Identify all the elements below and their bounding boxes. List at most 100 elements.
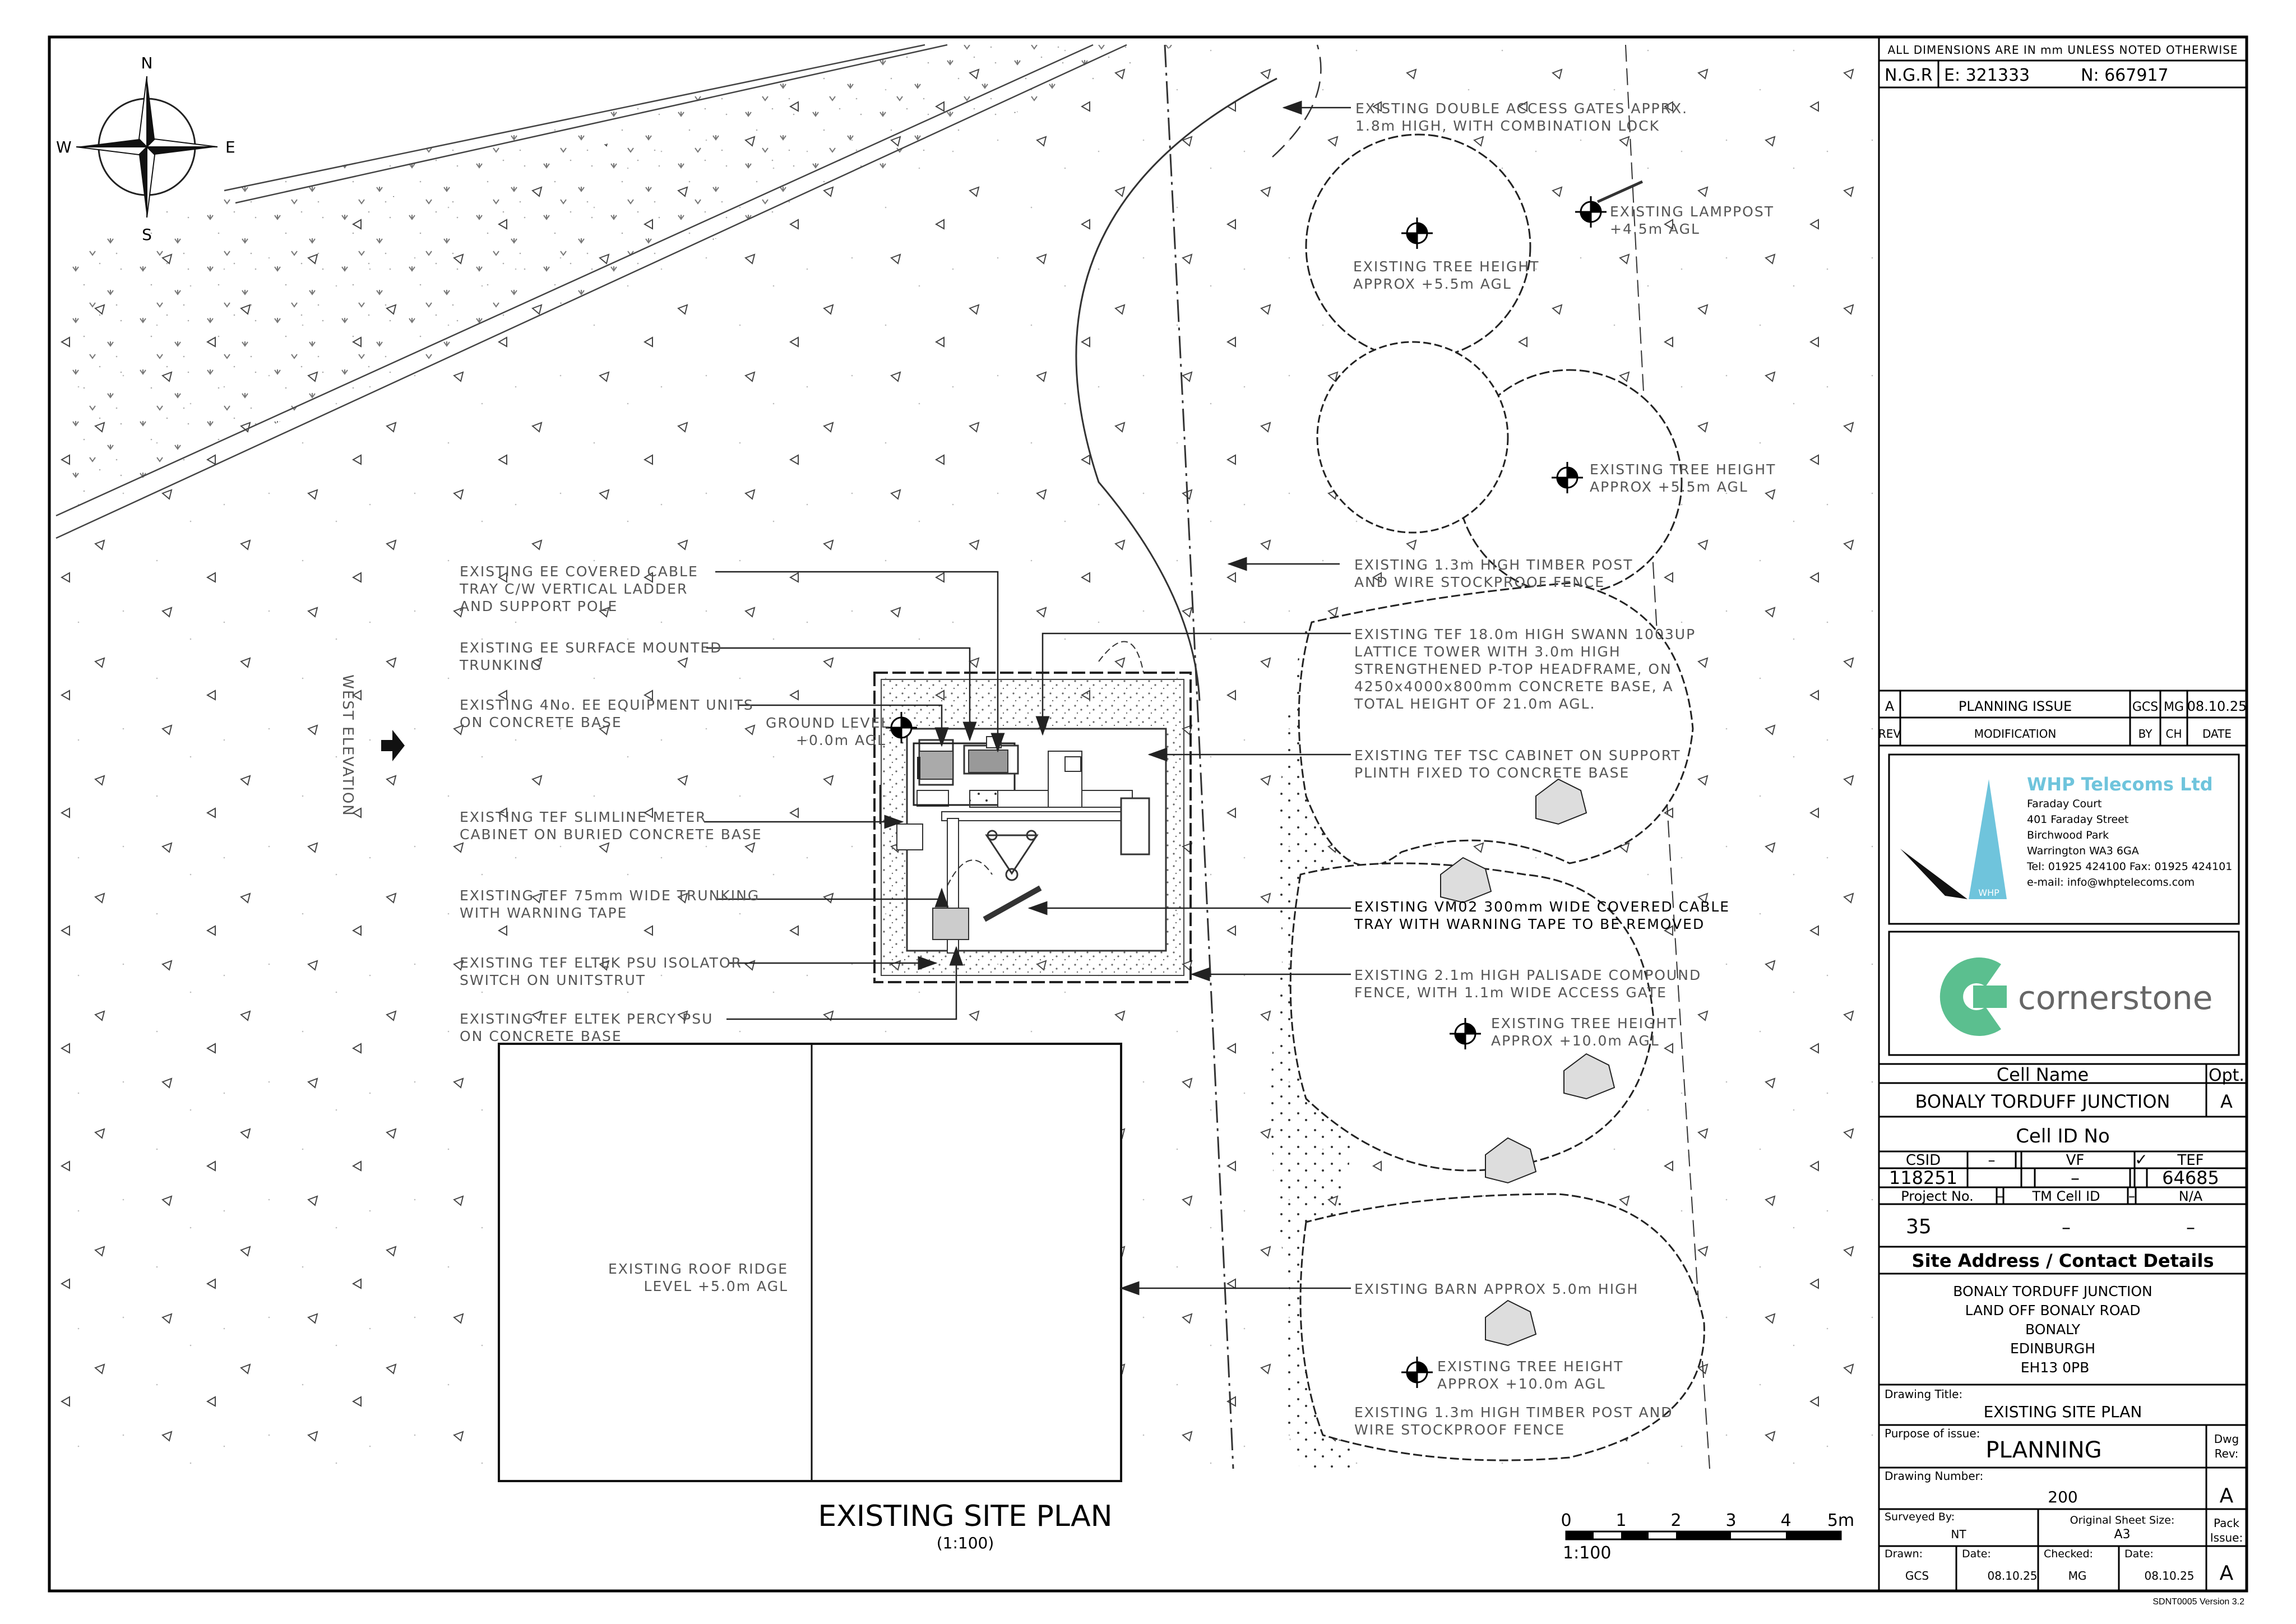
scale-tick-0: 0 [1561,1511,1571,1530]
scale-tick-4: 4 [1780,1511,1791,1530]
tm-label: TM Cell ID [2031,1188,2100,1204]
surveyed-label: Surveyed By: [1885,1511,1955,1523]
sheet-size-label: Original Sheet Size: [2070,1514,2175,1526]
compass-w: W [56,138,72,156]
purpose-value: PLANNING [1985,1437,2101,1463]
checked-date-label: Date: [2124,1548,2154,1560]
whp-company-name: WHP Telecoms Ltd [2027,774,2213,795]
rev-by: GCS [2132,700,2158,714]
surveyed-value: NT [1951,1528,1966,1541]
project-label: Project No. [1901,1188,1974,1204]
csid-value: 118251 [1889,1167,1957,1188]
ngr-easting: E: 321333 [1944,66,2030,85]
tef-label: TEF [2177,1152,2204,1169]
cell-opt: A [2220,1091,2233,1112]
barn [498,1043,1122,1482]
na-value: – [2186,1216,2195,1238]
cell-id-label: Cell ID No [2016,1125,2110,1148]
drawn-value: GCS [1905,1569,1929,1583]
purpose-label: Purpose of issue: [1885,1427,1980,1440]
ngr-northing: N: 667917 [2081,66,2169,85]
cornerstone-logo-icon [1939,957,2007,1036]
pack-issue-value: A [2220,1562,2234,1585]
vf-label: VF [2066,1152,2085,1169]
drawing-title-label: Drawing Title: [1885,1387,1962,1401]
compass-n: N [141,54,153,72]
project-value: 35 [1906,1215,1932,1238]
rev-header-rev: REV [1878,727,1901,741]
scale-tick-5: 5m [1827,1511,1854,1530]
scale-bar: 0 1 2 3 4 5m 1:100 [1561,1511,1854,1563]
drawing-main-title: EXISTING SITE PLAN [818,1500,1112,1533]
checked-date-value: 08.10.25 [2144,1569,2194,1583]
rev-header-ch: CH [2165,727,2182,741]
drawing-number-label: Drawing Number: [1885,1469,1983,1483]
scale-tick-3: 3 [1725,1511,1736,1530]
vf-value: – [2071,1167,2080,1188]
site-address: BONALY TORDUFF JUNCTION LAND OFF BONALY … [1953,1283,2156,1376]
rev-date: 08.10.25 [2187,698,2247,714]
drawn-date-value: 08.10.25 [1987,1569,2037,1583]
compass-rose: N S E W [56,54,235,244]
whp-mark-text: WHP [1978,887,1999,898]
west-elevation-label: WEST ELEVATION [339,674,356,816]
cell-name: BONALY TORDUFF JUNCTION [1915,1091,2170,1112]
drawing-area: N S E W WEST ELEVATION [52,44,1878,1482]
west-elevation-marker: WEST ELEVATION [339,674,405,817]
csid-vf-dash: – [1988,1152,1996,1169]
drawing-title-value: EXISTING SITE PLAN [1984,1403,2142,1421]
sheet-size-value: A3 [2114,1528,2130,1542]
ann-ground: GROUND LEVEL+0.0m AGL [766,715,890,748]
drawing-scale: (1:100) [937,1534,994,1552]
whp-logo-mark [1969,779,2007,899]
lamppost [1596,180,1644,203]
rev-description: PLANNING ISSUE [1959,698,2072,714]
rev-header-date: DATE [2202,727,2232,741]
site-address-label: Site Address / Contact Details [1912,1250,2214,1271]
drawn-label: Drawn: [1885,1548,1923,1560]
scale-tick-2: 2 [1670,1511,1681,1530]
title-block: ALL DIMENSIONS ARE IN mm UNLESS NOTED OT… [1878,36,2248,1592]
drawn-date-label: Date: [1962,1548,1991,1560]
na-dash: – [2128,1188,2135,1204]
tm-value: – [2062,1216,2071,1238]
ann-barn: EXISTING BARN APPROX 5.0m HIGH [1354,1281,1638,1297]
scale-ratio: 1:100 [1563,1543,1611,1563]
scale-tick-1: 1 [1615,1511,1626,1530]
rev-letter: A [1885,698,1895,714]
whp-address: Faraday Court 401 Faraday Street Birchwo… [2026,798,2235,889]
na-label: N/A [2179,1188,2203,1204]
checked-value: MG [2068,1569,2087,1583]
tef-value: 64685 [2162,1167,2219,1188]
tree-canopy [1289,133,1705,1461]
rev-header-by: BY [2138,727,2153,741]
drawing-number: 200 [2048,1488,2077,1506]
dims-note: ALL DIMENSIONS ARE IN mm UNLESS NOTED OT… [1887,43,2238,57]
compound [873,641,1192,983]
ann-gates: EXISTING DOUBLE ACCESS GATES APPRX.1.8m … [1355,100,1688,134]
csid-label: CSID [1906,1152,1941,1169]
rev-ch: MG [2164,700,2184,714]
compass-s: S [142,225,152,244]
opt-label: Opt. [2209,1066,2244,1085]
tef-check: ✓ [2135,1150,2147,1169]
ann-lamppost: EXISTING LAMPPOST+4.5m AGL [1610,203,1774,237]
